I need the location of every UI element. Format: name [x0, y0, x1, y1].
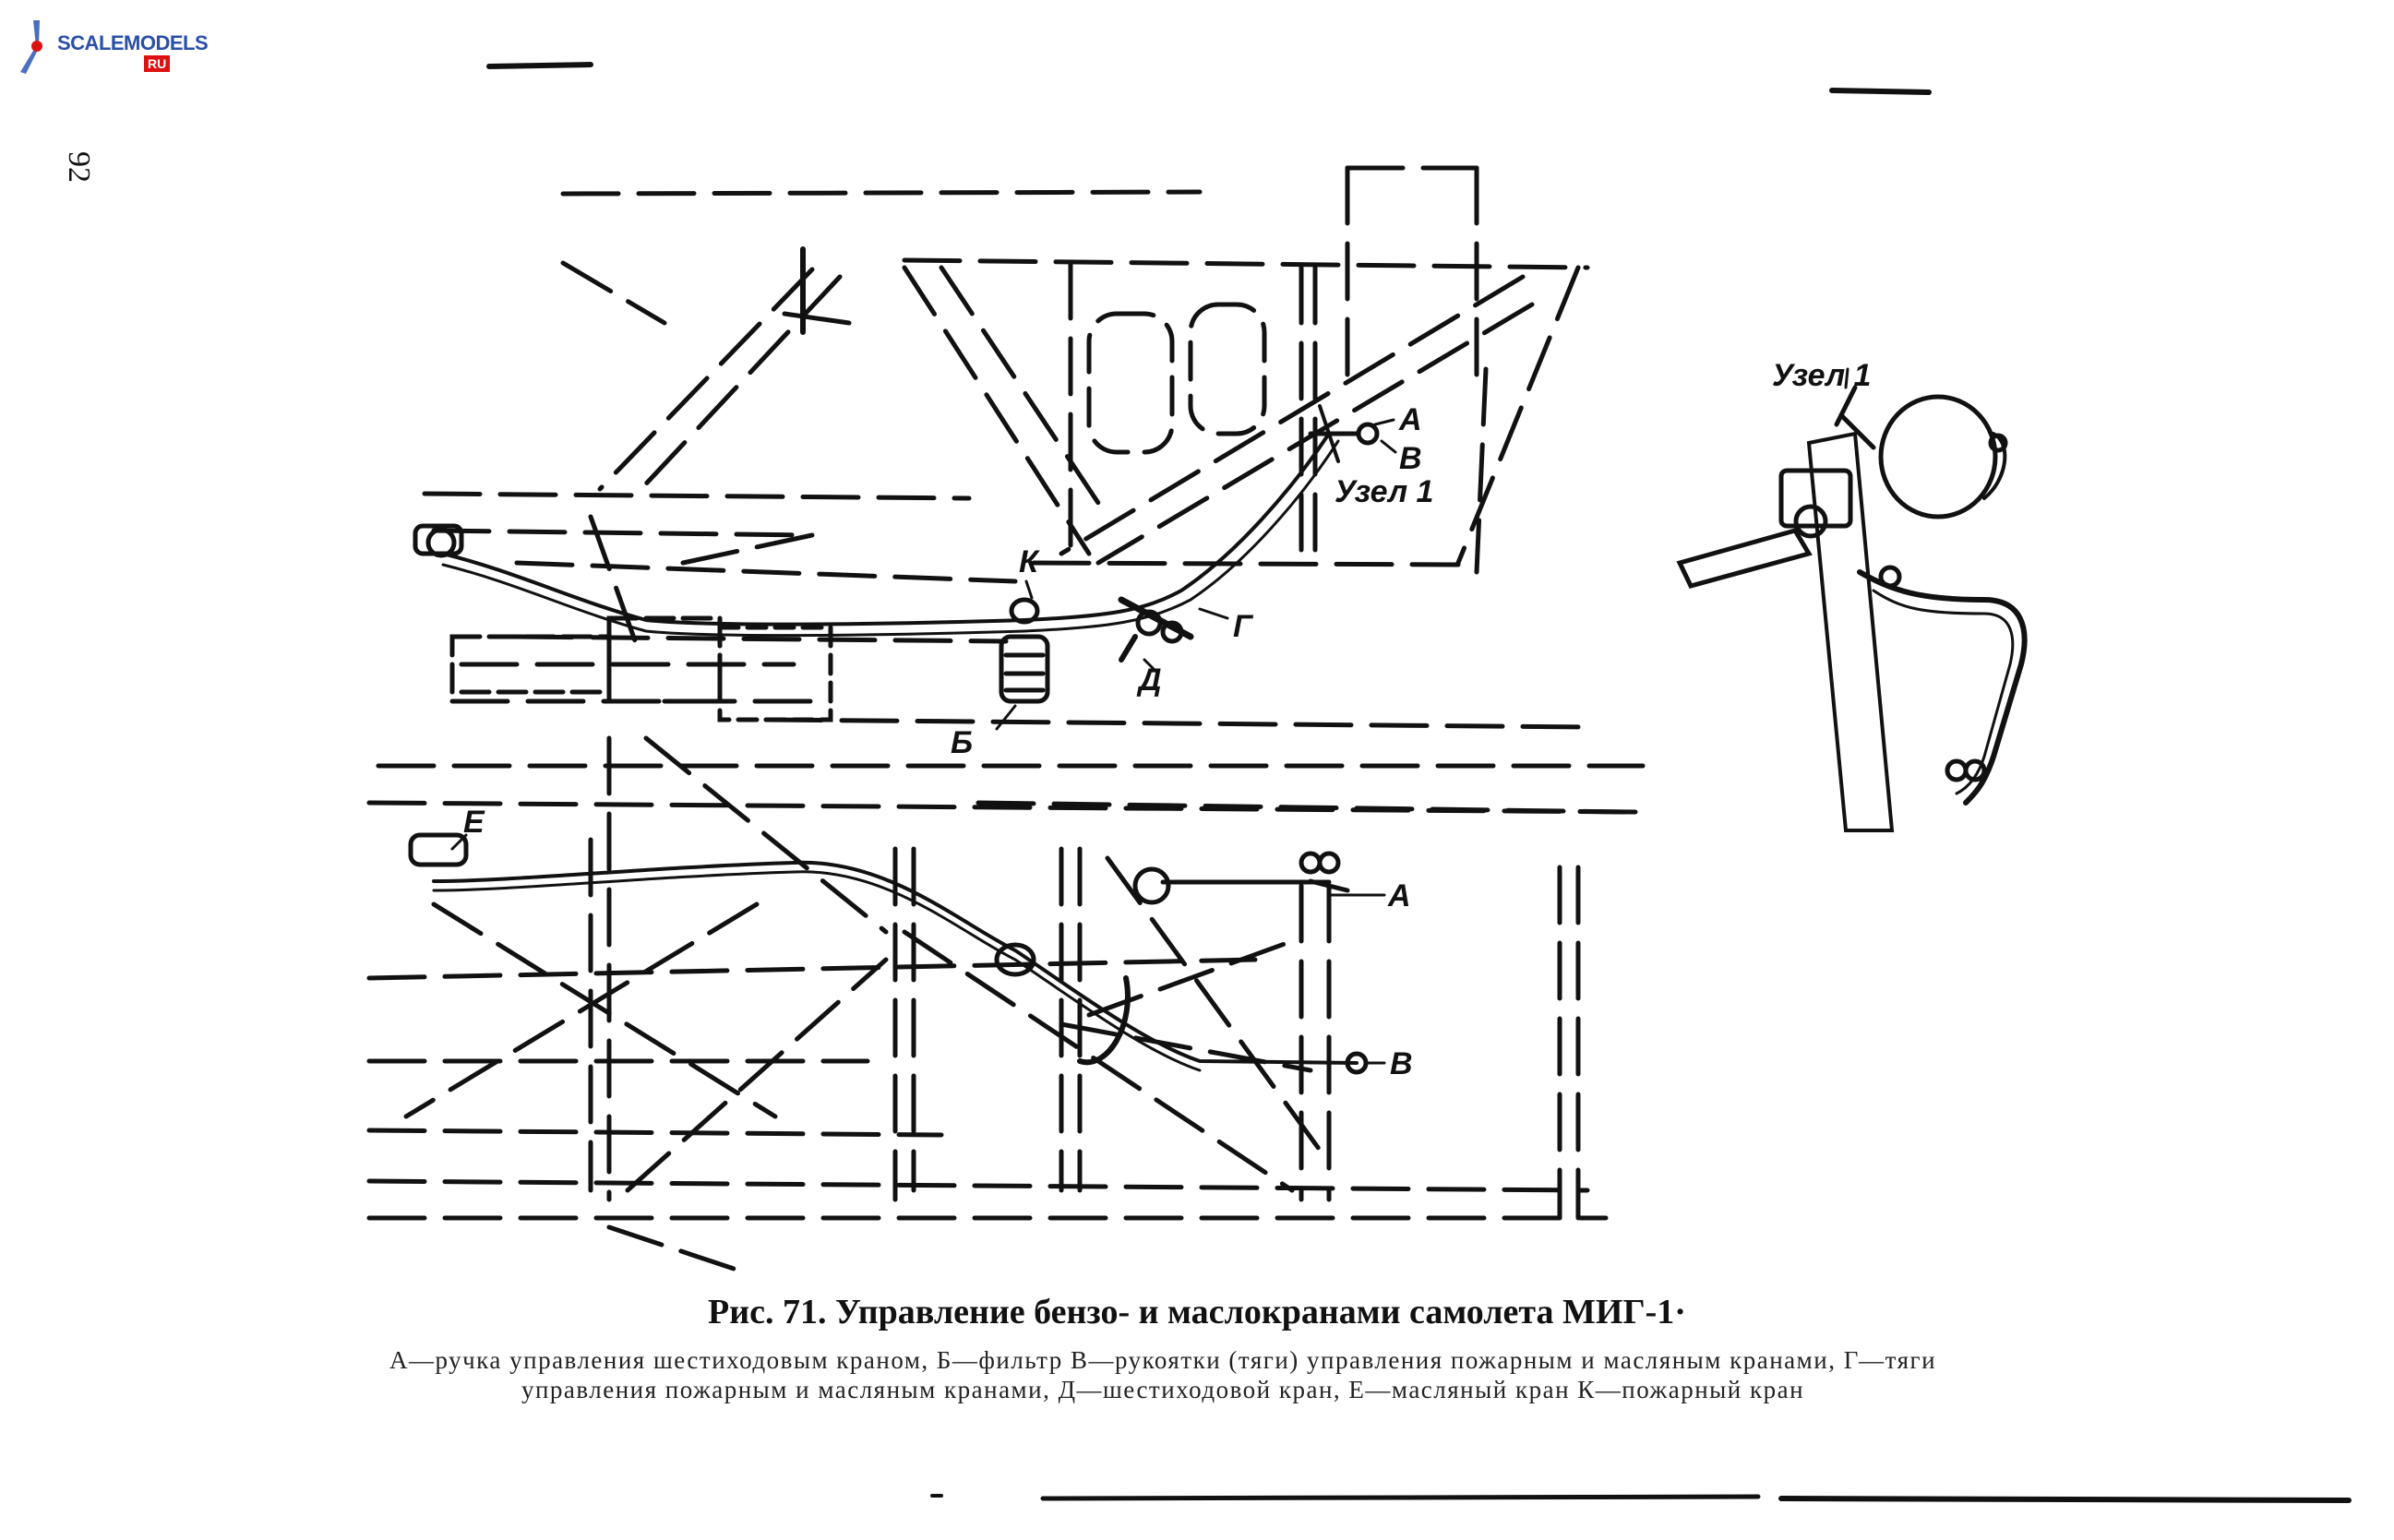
- detail-node-1: [1676, 367, 2028, 832]
- logo-text: SCALEMODELS: [57, 31, 209, 54]
- label-bottom-A: А: [1388, 878, 1411, 913]
- label-top-G: Г: [1233, 609, 1252, 644]
- logo-suffix: RU: [144, 55, 171, 72]
- figure-caption: Рис. 71. Управление бензо- и маслокранам…: [0, 1292, 2394, 1332]
- figure-number: Рис. 71.: [708, 1293, 827, 1331]
- bottom-frame: [366, 735, 1646, 1276]
- label-top-K: К: [1019, 544, 1038, 579]
- label-detail-title: Узел 1: [1772, 358, 1872, 393]
- label-top-D: Д: [1139, 663, 1162, 698]
- propeller-icon: [20, 20, 42, 74]
- label-bottom-E: Е: [463, 805, 485, 840]
- figure-title: Управление бензо- и маслокранами самолет…: [835, 1293, 1686, 1331]
- figure-legend: А—ручка управления шестиходовым краном, …: [185, 1345, 2141, 1404]
- legend-line-1: А—ручка управления шестиходовым краном, …: [389, 1346, 1937, 1374]
- label-bottom-B: В: [1390, 1046, 1413, 1081]
- top-frame: [422, 165, 1627, 815]
- label-top-A: А: [1399, 402, 1422, 437]
- label-top-uzel: Узел 1: [1335, 474, 1434, 509]
- label-top-B-filter: Б: [951, 725, 974, 760]
- site-logo: SCALEMODELS RU: [13, 17, 209, 76]
- label-top-B: В: [1399, 441, 1422, 476]
- legend-line-2: управления пожарным и масляным кранами, …: [521, 1376, 1805, 1403]
